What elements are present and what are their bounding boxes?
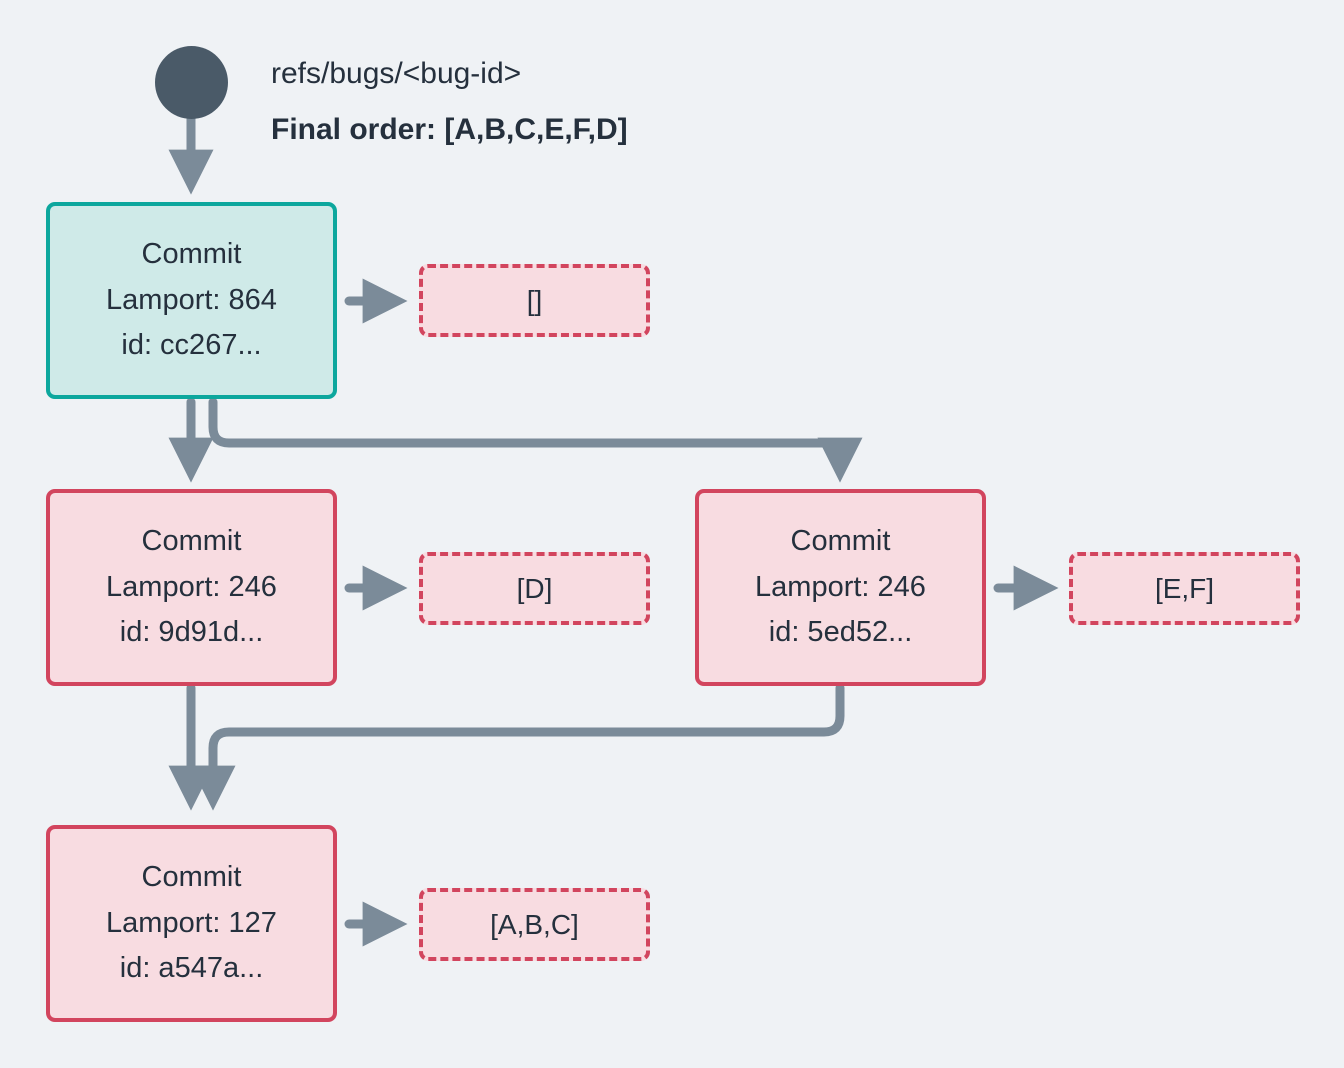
- commit-title: Commit: [141, 524, 242, 557]
- commit-node-9d91d[interactable]: Commit Lamport: 246 id: 9d91d...: [46, 489, 337, 686]
- ops-note-text: [A,B,C]: [490, 908, 579, 940]
- commit-id: id: cc267...: [121, 329, 262, 362]
- ops-note-a547a: [A,B,C]: [419, 888, 650, 961]
- ops-note-text: [E,F]: [1154, 572, 1215, 604]
- commit-title: Commit: [141, 860, 242, 893]
- commit-title: Commit: [790, 524, 891, 557]
- final-order-label: Final order: [A,B,C,E,F,D]: [271, 113, 628, 146]
- commit-lamport: Lamport: 246: [106, 570, 277, 603]
- ops-note-9d91d: [D]: [419, 552, 650, 625]
- commit-lamport: Lamport: 127: [106, 906, 277, 939]
- commit-node-5ed52[interactable]: Commit Lamport: 246 id: 5ed52...: [695, 489, 986, 686]
- commit-id: id: 9d91d...: [119, 616, 264, 649]
- commit-id: id: a547a...: [119, 952, 264, 985]
- commit-id: id: 5ed52...: [768, 616, 913, 649]
- ops-note-text: [D]: [516, 572, 553, 604]
- ref-root-dot: [155, 46, 228, 119]
- commit-node-a547a[interactable]: Commit Lamport: 127 id: a547a...: [46, 825, 337, 1022]
- ops-note-text: []: [526, 284, 543, 316]
- edge-cc267-to-5ed52: [208, 397, 863, 483]
- commit-node-cc267[interactable]: Commit Lamport: 864 id: cc267...: [46, 202, 337, 399]
- ops-note-5ed52: [E,F]: [1069, 552, 1300, 625]
- edge-5ed52-to-a547a: [190, 683, 845, 811]
- ops-note-cc267: []: [419, 264, 650, 337]
- commit-title: Commit: [141, 237, 242, 270]
- ref-path-label: refs/bugs/<bug-id>: [271, 57, 522, 90]
- commit-lamport: Lamport: 246: [755, 570, 926, 603]
- commit-lamport: Lamport: 864: [106, 283, 277, 316]
